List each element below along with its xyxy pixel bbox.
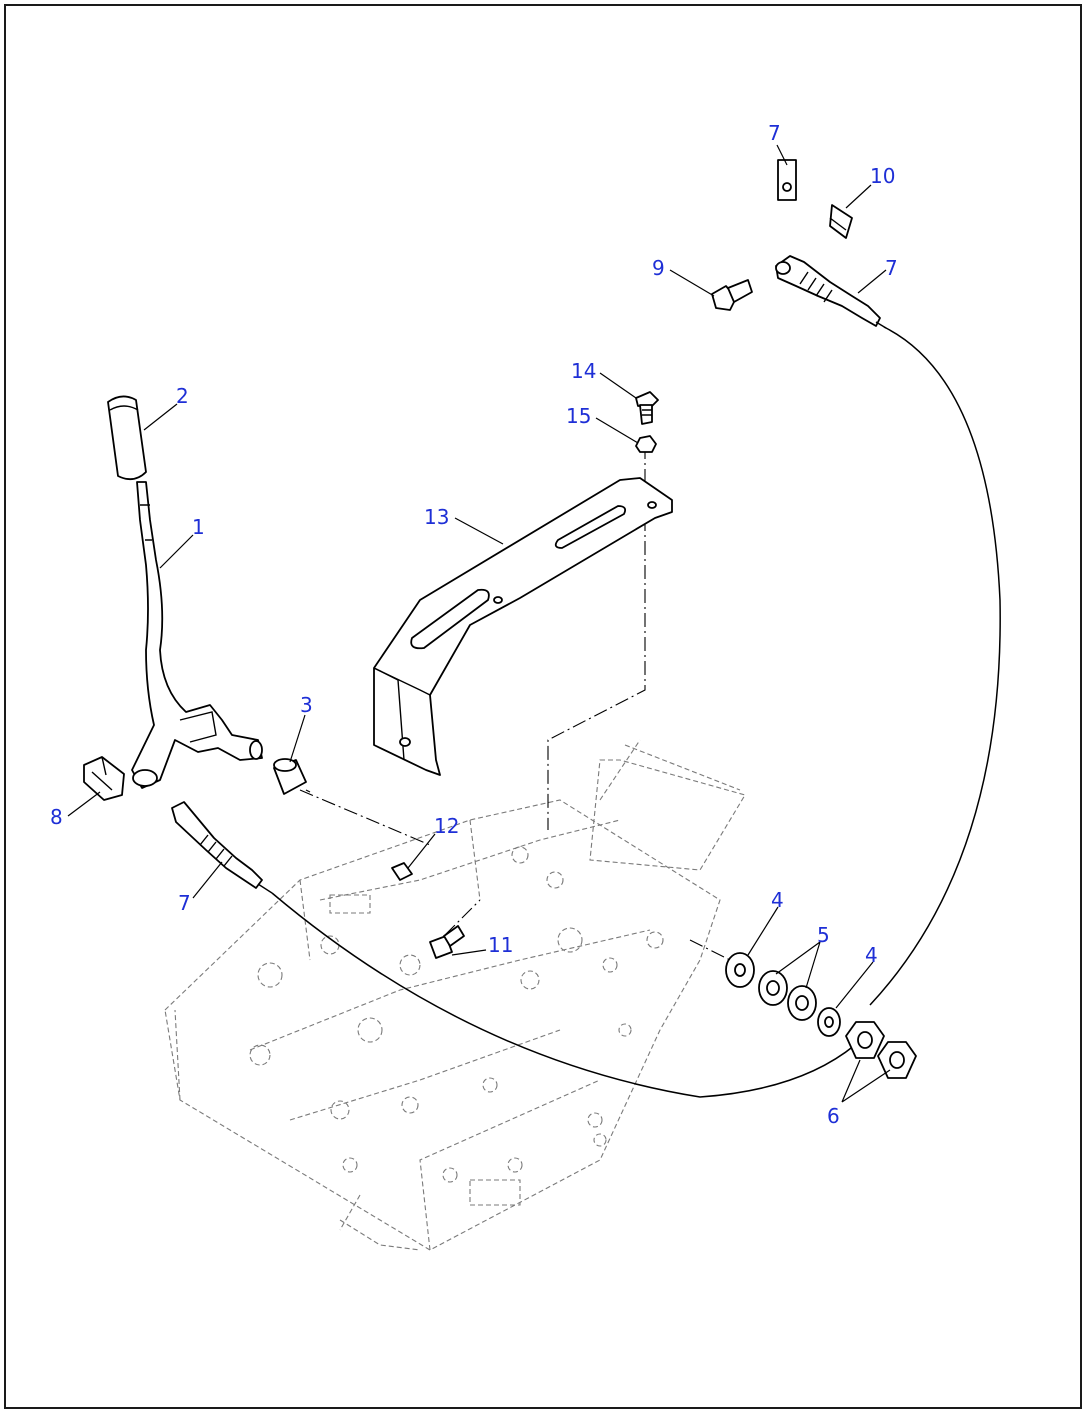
clevis-pin-part-9 [711, 279, 753, 311]
callout-4-left: 4 [771, 888, 784, 912]
assembly-reference-lines [299, 445, 731, 961]
callout-6: 6 [827, 1104, 840, 1128]
callout-7-top: 7 [768, 121, 781, 145]
nut-part-6a [845, 1021, 885, 1059]
drawing-frame [4, 4, 1082, 1409]
clip-part-8 [83, 756, 125, 801]
bolt-part-11 [429, 925, 465, 959]
callout-labels: 2 1 3 8 7 12 11 13 14 15 7 10 9 7 4 5 4 … [50, 121, 898, 1128]
washer-part-4b [817, 1007, 841, 1037]
leader-lines [67, 144, 891, 1103]
callout-14: 14 [571, 359, 596, 383]
control-cable-upper [869, 326, 1001, 1006]
callout-10: 10 [870, 164, 895, 188]
bushing-part-3 [273, 758, 311, 795]
callout-13: 13 [424, 505, 449, 529]
callout-3: 3 [300, 693, 313, 717]
lock-washer-part-5a [758, 970, 788, 1006]
callout-11: 11 [488, 933, 513, 957]
bracket-part-13 [373, 477, 673, 776]
cable-end-lower-part-7 [171, 801, 273, 894]
callout-2: 2 [176, 384, 189, 408]
callout-4-right: 4 [865, 943, 878, 967]
pin-part-12 [391, 862, 413, 881]
callout-7-right: 7 [885, 256, 898, 280]
callout-1: 1 [192, 515, 205, 539]
callout-8: 8 [50, 805, 63, 829]
nut-part-6b [877, 1041, 917, 1079]
washer-part-15 [635, 435, 657, 453]
callout-7-lower: 7 [178, 891, 191, 915]
callout-12: 12 [434, 814, 459, 838]
callout-5: 5 [817, 923, 830, 947]
lock-washer-part-5b [787, 985, 817, 1021]
callout-15: 15 [566, 404, 591, 428]
clevis-top-part-7 [777, 159, 797, 201]
washer-part-4a [725, 952, 755, 988]
cotter-pin-part-10 [829, 204, 853, 239]
lever-part-1 [131, 481, 263, 789]
callout-9: 9 [652, 256, 665, 280]
bolt-part-14 [635, 391, 659, 425]
cable-end-upper-part-7 [775, 255, 887, 329]
knob-part-2 [107, 395, 147, 481]
control-cable [271, 892, 856, 1098]
